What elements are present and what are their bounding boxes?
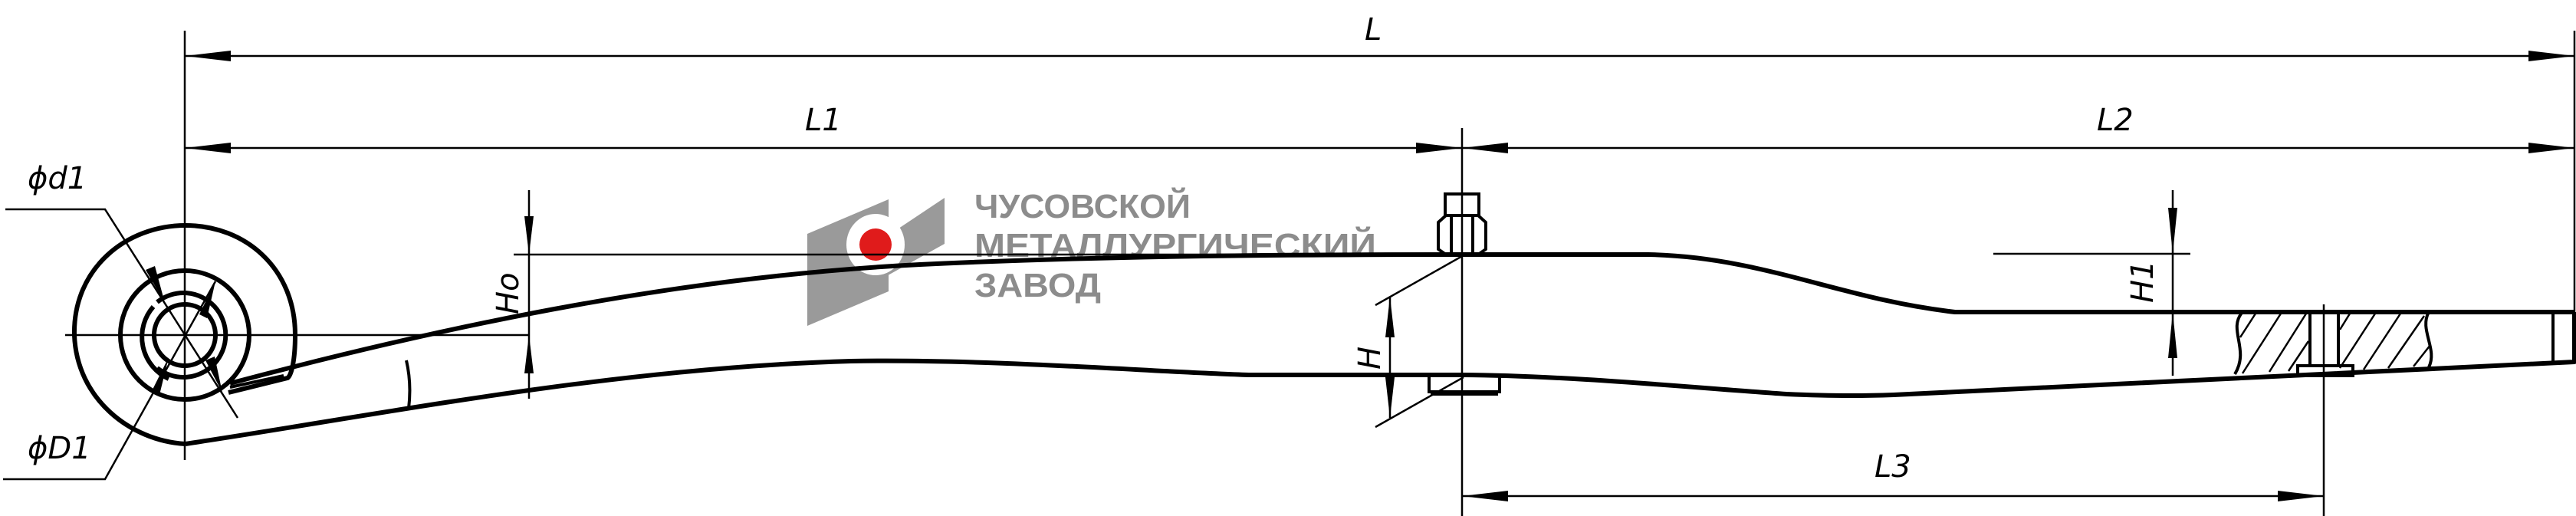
spring-eye xyxy=(71,223,297,446)
center-bolt xyxy=(1428,192,1501,396)
dimension-L3: L3 xyxy=(1462,449,2324,501)
label-Ho: Ho xyxy=(491,272,526,314)
extension-lines xyxy=(65,31,2576,516)
dimension-L1: L1 xyxy=(185,103,1462,153)
logo-line-3: ЗАВОД xyxy=(974,267,1101,304)
label-D1: ϕD1 xyxy=(28,431,91,466)
logo-line-1: ЧУСОВСКОЙ xyxy=(974,186,1191,225)
dimension-L: L xyxy=(185,12,2574,61)
spring-leaf xyxy=(185,252,2576,446)
label-H1: H1 xyxy=(2125,260,2160,303)
hatch-lines xyxy=(2239,313,2431,374)
diameter-D1: ϕD1 xyxy=(3,281,217,481)
label-L: L xyxy=(1365,12,1382,48)
dimension-Ho: Ho xyxy=(491,190,534,399)
dimension-H: H xyxy=(1352,254,1464,429)
label-H: H xyxy=(1352,347,1388,370)
dimension-L2: L2 xyxy=(1462,103,2574,153)
section-cut xyxy=(2233,311,2433,377)
label-L1: L1 xyxy=(805,103,842,138)
label-L2: L2 xyxy=(2097,103,2134,138)
dimension-H1: H1 xyxy=(2125,190,2177,376)
diameter-d1: ϕd1 xyxy=(5,161,239,419)
logo-red-dot xyxy=(859,228,892,261)
label-d1: ϕd1 xyxy=(28,161,87,196)
label-L3: L3 xyxy=(1875,449,1911,485)
